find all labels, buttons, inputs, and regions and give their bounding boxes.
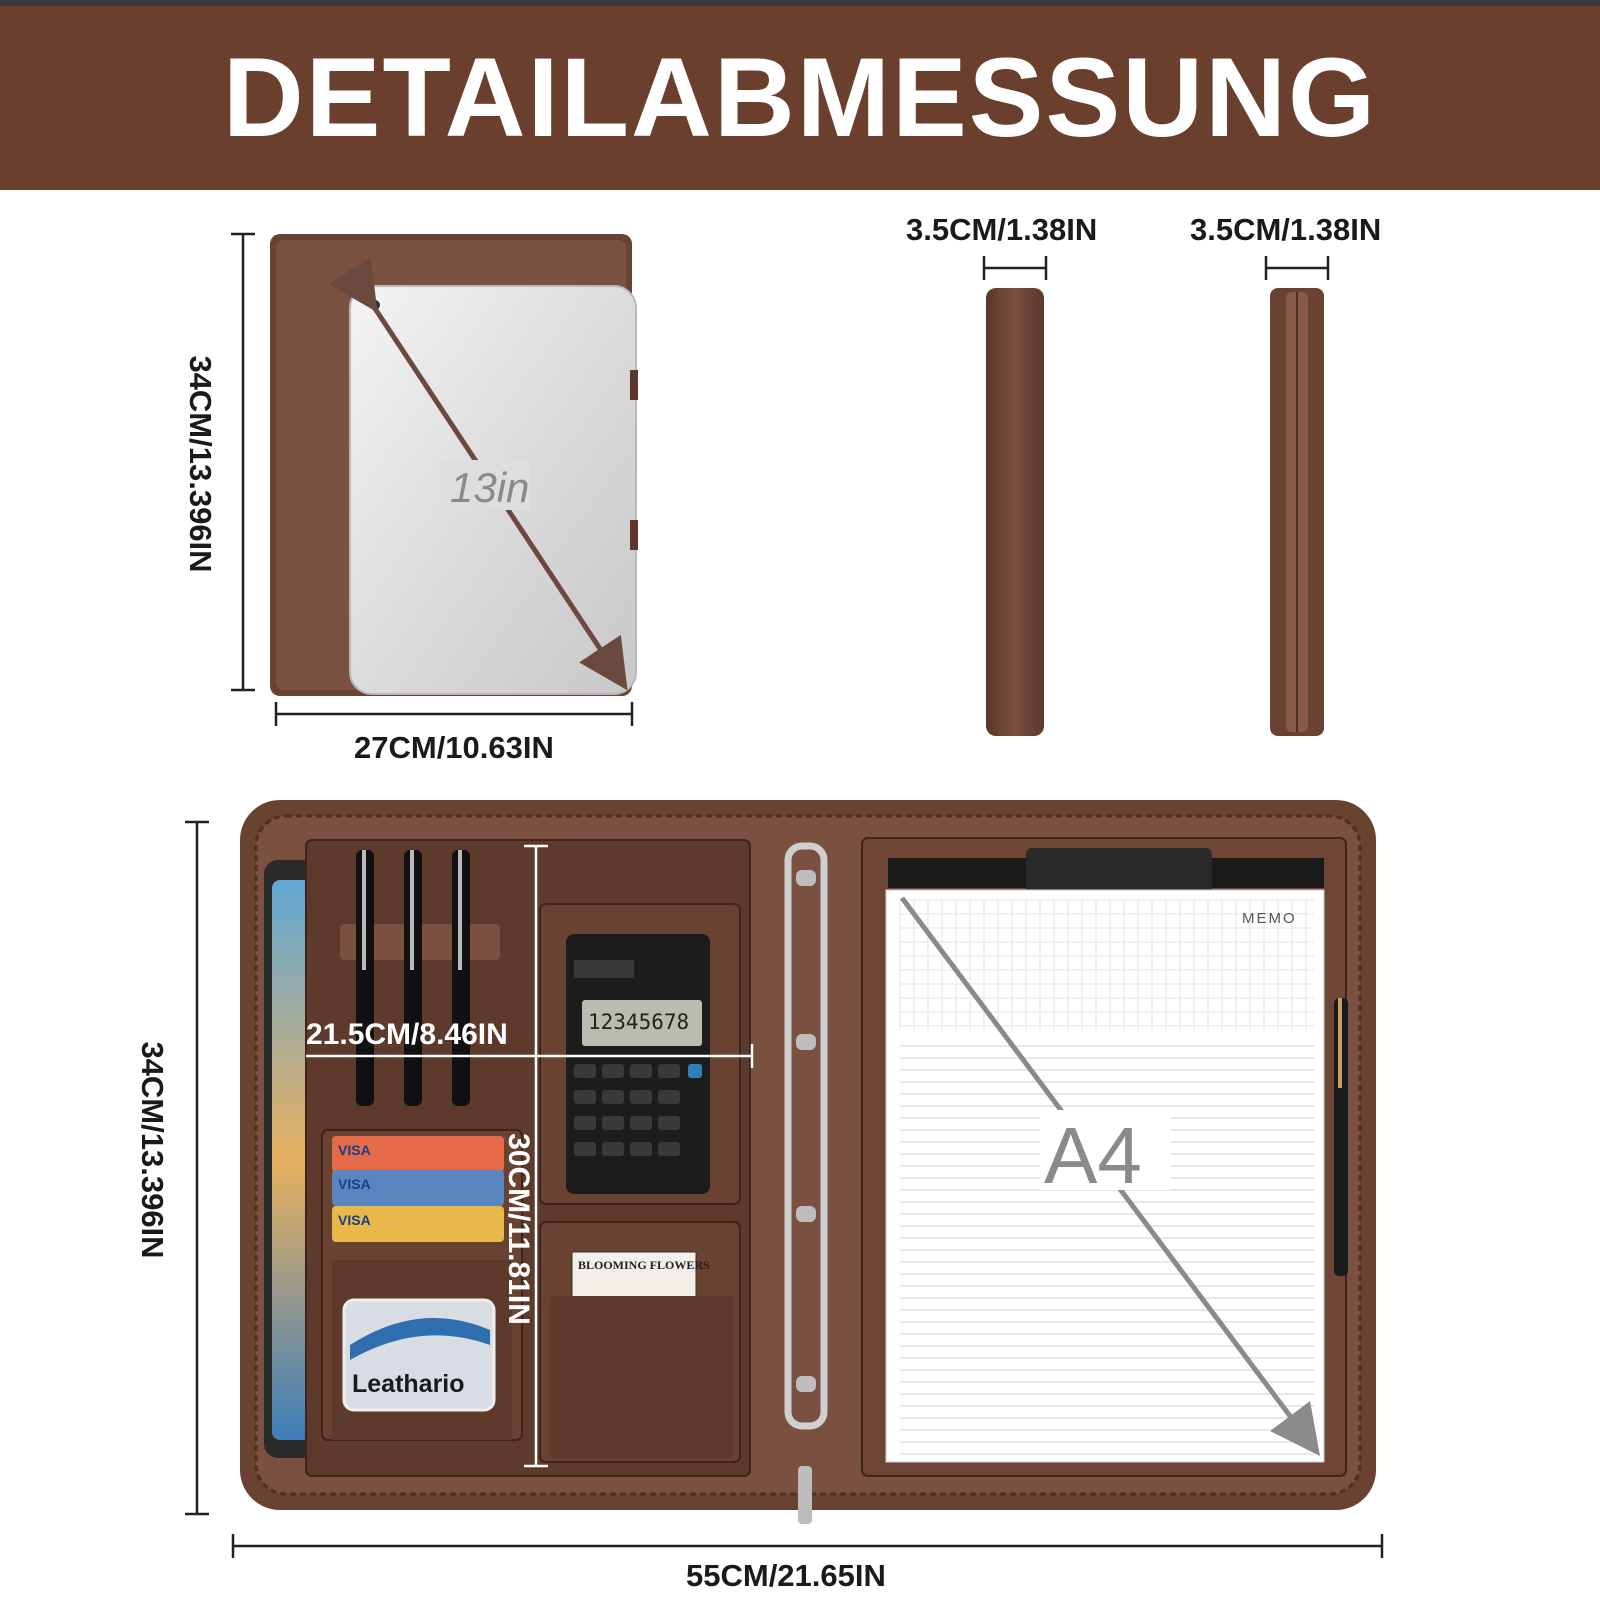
calculator-display: 12345678 (588, 1010, 690, 1034)
spine-width-label: 3.5CM/1.38IN (906, 212, 1098, 247)
card-brand-label: VISA (338, 1176, 371, 1192)
pens (356, 850, 470, 1106)
inner-width-dimension (306, 1044, 754, 1068)
card-brand-label: VISA (338, 1212, 371, 1228)
credit-card (332, 1206, 504, 1242)
zipper-side-width-label: 3.5CM/1.38IN (1190, 212, 1382, 247)
inner-height-dimension (524, 844, 548, 1468)
credit-card (332, 1170, 504, 1206)
open-padfolio (240, 800, 1376, 1524)
notecard-text: BLOOMING FLOWERS (578, 1258, 710, 1272)
inner-width-label: 21.5CM/8.46IN (306, 1018, 508, 1051)
closed-height-dimension (231, 232, 255, 692)
zipper-pull (798, 1466, 812, 1524)
memo-label: MEMO (1242, 910, 1297, 927)
tablet-size-label: 13in (450, 464, 530, 511)
binder-rings (784, 842, 828, 1430)
top-border (0, 0, 1600, 6)
open-height-dimension (185, 820, 209, 1516)
page-title: DETAILABMESSUNG (222, 35, 1378, 160)
header-banner: DETAILABMESSUNG (0, 6, 1600, 190)
side-pen (1334, 998, 1348, 1276)
closed-height-label: 34CM/13.396IN (183, 355, 218, 573)
spine-view (982, 256, 1048, 736)
closed-padfolio (270, 234, 638, 696)
business-card-name: Leathario (352, 1370, 465, 1398)
card-brand-label: VISA (338, 1142, 371, 1158)
notecard (571, 1251, 697, 1299)
open-height-label: 34CM/13.396IN (135, 1041, 170, 1259)
credit-card (332, 1136, 504, 1172)
inner-height-label: 30CM/11.81IN (502, 1133, 535, 1325)
a4-label: A4 (1044, 1111, 1142, 1200)
closed-width-dimension (274, 702, 634, 726)
closed-width-label: 27CM/10.63IN (354, 730, 554, 765)
open-width-dimension (231, 1534, 1384, 1558)
open-width-label: 55CM/21.65IN (686, 1558, 886, 1593)
zipper-side-view (1264, 256, 1330, 736)
